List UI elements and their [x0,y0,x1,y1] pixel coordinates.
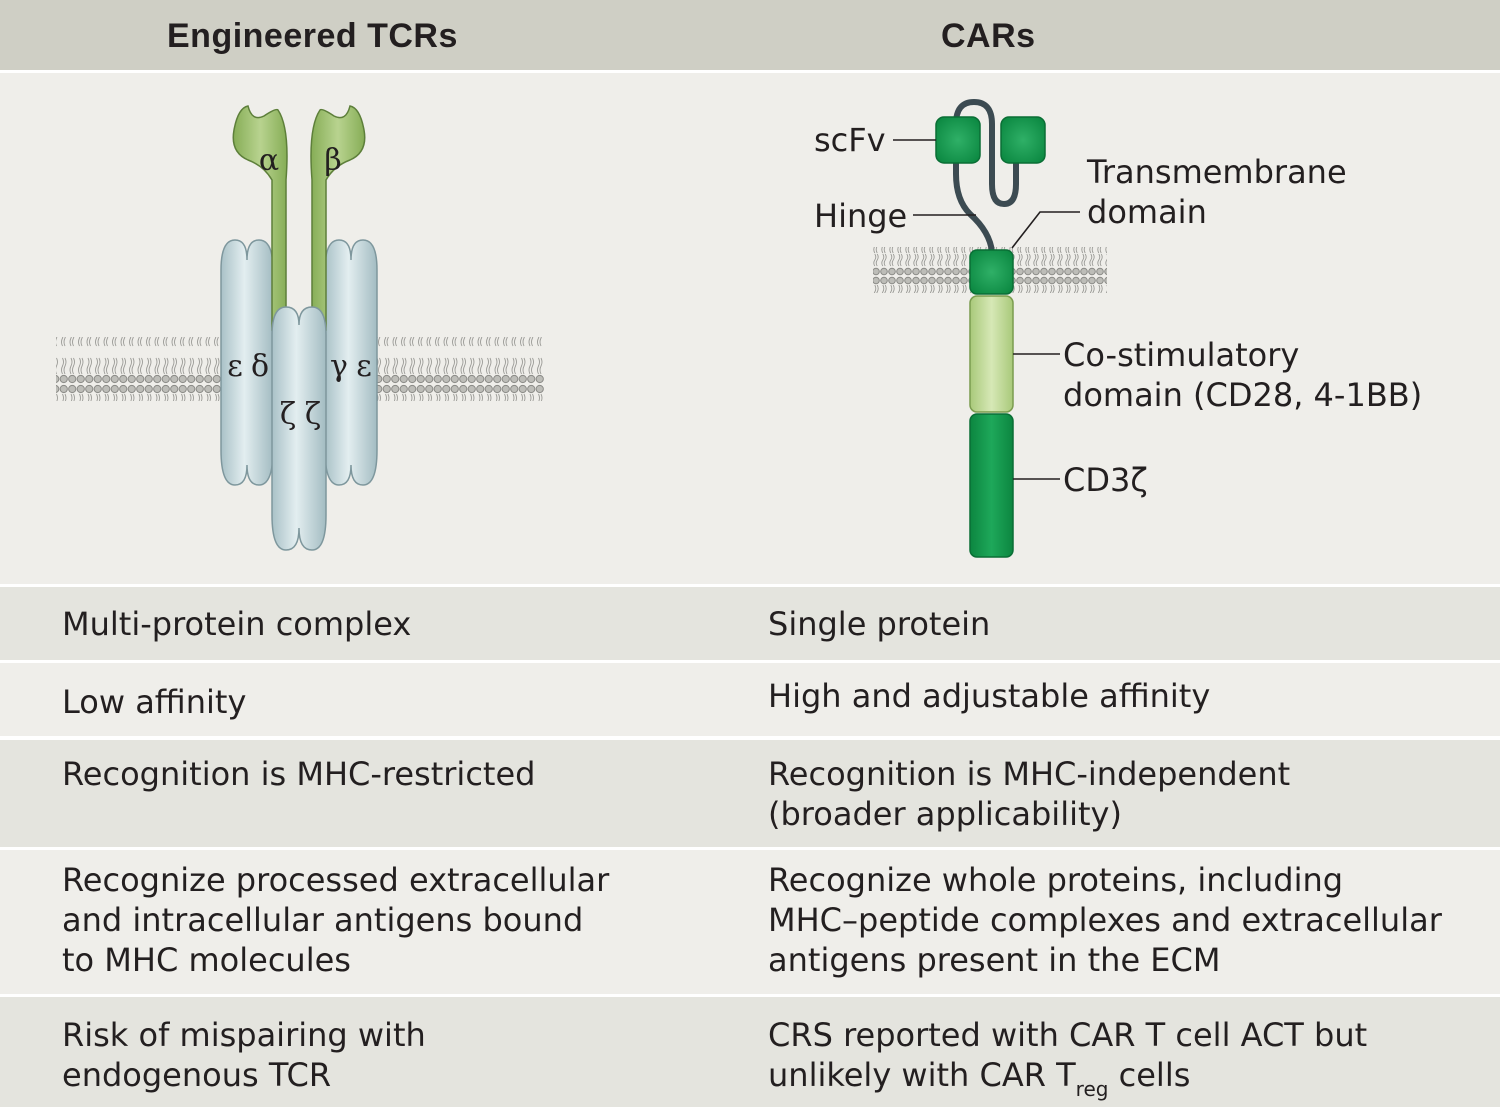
row-5-car-text-line2-post: cells [1108,1056,1191,1094]
diagram-panel: α β ε δ γ ε ζ ζ [0,73,1500,584]
row-4-tcr-cell: Recognize processed extracellular and in… [62,860,702,980]
row-4-car-text-line2: MHC–peptide complexes and extracellular [768,901,1442,939]
cd3-epsilon-left-label: ε [227,349,243,384]
callout-lines [893,139,1080,480]
cd3-zeta-left-label: ζ [280,397,296,432]
tcr-alpha-label: α [259,143,279,178]
transmembrane-callout-line [1011,211,1080,249]
row-4-tcr-text-line2: and intracellular antigens bound [62,901,584,939]
row-3-car-text-line1: Recognition is MHC-independent [768,755,1291,793]
car-construct: scFv Hinge Transmembrane domain Co-stimu… [814,98,1422,558]
cd3-gamma-epsilon-subunit [324,239,378,486]
row-5-tcr-text-line2: endogenous TCR [62,1056,332,1094]
row-4-tcr-text-line1: Recognize processed extracellular [62,861,610,899]
comparison-row-5: Risk of mispairing with endogenous TCR C… [0,997,1500,1107]
cd3-delta-label: δ [251,349,269,384]
header-engineered-tcrs: Engineered TCRs [167,17,458,55]
row-4-car-text-line3: antigens present in the ECM [768,941,1221,979]
comparison-row-3: Recognition is MHC-restricted Recognitio… [0,740,1500,847]
row-2-tcr-cell: Low affinity [62,682,702,722]
row-1-tcr-cell: Multi-protein complex [62,604,702,644]
header-cars: CARs [941,17,1036,55]
transmembrane-label-line1: Transmembrane [1086,153,1347,191]
row-3-tcr-text: Recognition is MHC-restricted [62,755,536,793]
row-5-car-text-line2: unlikely with CAR Treg cells [768,1055,1468,1099]
row-1-tcr-text: Multi-protein complex [62,605,412,643]
row-3-tcr-cell: Recognition is MHC-restricted [62,754,702,794]
row-3-car-text-line2: (broader applicability) [768,795,1122,833]
transmembrane-label-line2: domain [1087,193,1207,231]
row-5-car-cell: CRS reported with CAR T cell ACT but unl… [768,1015,1468,1099]
comparison-row-4: Recognize processed extracellular and in… [0,850,1500,994]
cd3z-label: CD3ζ [1063,461,1148,499]
costim-label-line1: Co-stimulatory [1063,336,1299,374]
treg-subscript: reg [1075,1077,1109,1101]
row-4-car-cell: Recognize whole proteins, including MHC–… [768,860,1468,980]
tcr-beta-label: β [324,143,341,178]
scfv-label: scFv [814,121,886,159]
tcr-alpha-chain [232,105,288,331]
row-4-tcr-text-line3: to MHC molecules [62,941,351,979]
cd3-gamma-label: γ [330,349,348,384]
diagram-svg: α β ε δ γ ε ζ ζ [56,98,1422,558]
row-3-car-cell: Recognition is MHC-independent (broader … [768,754,1468,834]
comparison-row-1: Multi-protein complex Single protein [0,587,1500,660]
cd3-zeta-domain [969,413,1014,558]
row-2-car-text: High and adjustable affinity [768,677,1211,715]
tcr-beta-chain [310,105,366,331]
car-linker-hinge-line [953,98,1019,255]
row-5-tcr-cell: Risk of mispairing with endogenous TCR [62,1015,702,1095]
tcr-complex: α β ε δ γ ε ζ ζ [56,105,544,551]
costim-label-line2: domain (CD28, 4-1BB) [1063,376,1422,414]
comparison-row-2: Low affinity High and adjustable affinit… [0,663,1500,736]
row-2-car-cell: High and adjustable affinity [768,676,1468,716]
row-2-tcr-text: Low affinity [62,683,247,721]
cd3-zeta-dimer [271,306,327,551]
transmembrane-domain [969,249,1014,295]
hinge-label: Hinge [814,197,907,235]
costimulatory-domain [969,295,1014,413]
row-1-car-cell: Single protein [768,604,1468,644]
header-bar: Engineered TCRs CARs [0,0,1500,70]
cd3-zeta-right-label: ζ [305,397,321,432]
cd3-epsilon-right-label: ε [356,349,372,384]
row-5-car-text-line1: CRS reported with CAR T cell ACT but [768,1016,1368,1054]
row-4-car-text-line1: Recognize whole proteins, including [768,861,1344,899]
row-5-car-text-line2-pre: unlikely with CAR T [768,1056,1076,1094]
scfv-domain-vl [935,116,981,164]
row-5-tcr-text-line1: Risk of mispairing with [62,1016,426,1054]
row-1-car-text: Single protein [768,605,991,643]
scfv-domain-vh [1000,116,1046,164]
